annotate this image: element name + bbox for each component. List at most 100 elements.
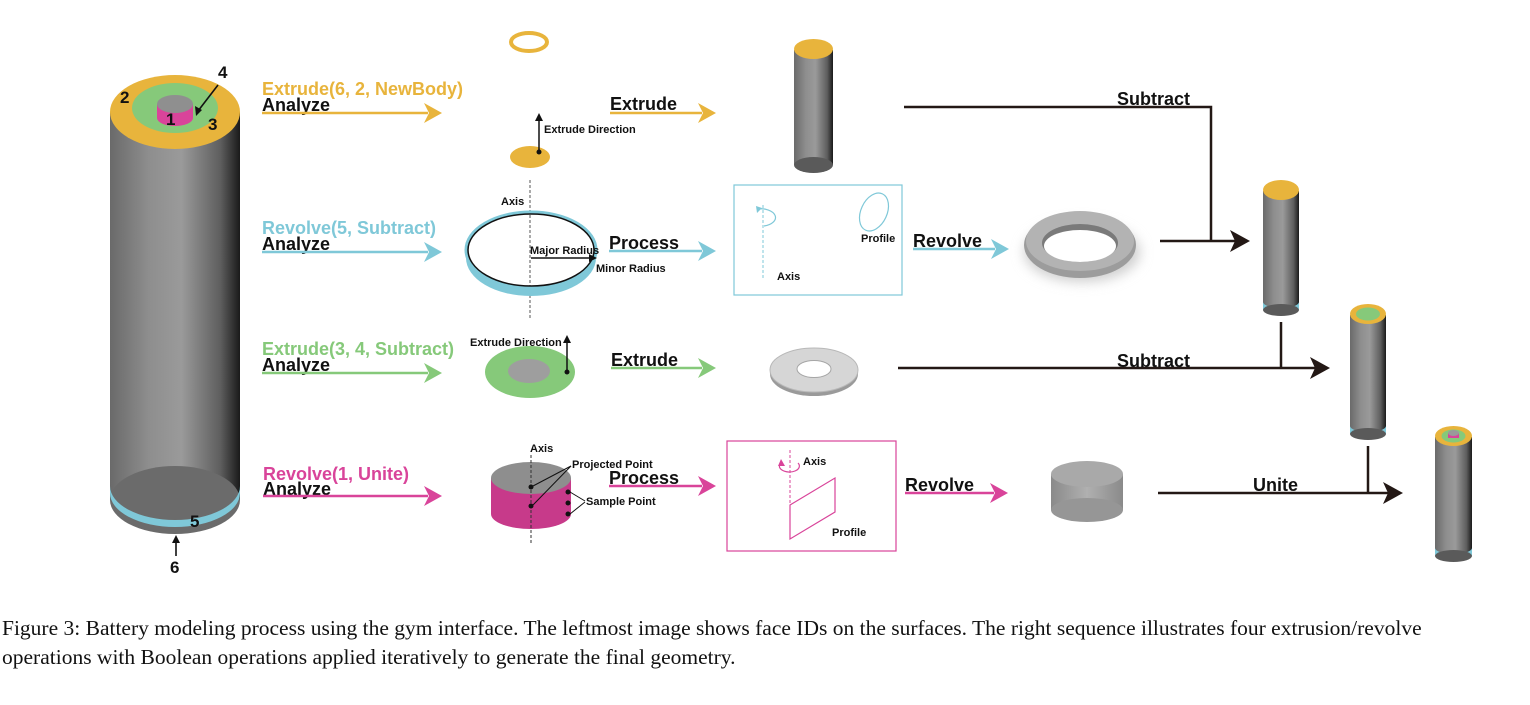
revolve-action-label: Revolve: [913, 231, 982, 251]
face-5-blue-band: [110, 486, 240, 527]
extrude-direction-label: Extrude Direction: [544, 124, 636, 136]
face-id-2: 2: [120, 88, 129, 107]
row-revolve-subtract: Revolve(5, Subtract) Analyze Axis Major …: [262, 180, 1299, 320]
analyze-label: Analyze: [262, 95, 330, 115]
panel-axis-label: Axis: [777, 271, 800, 283]
terminal-cylinder-bottom: [491, 499, 571, 529]
result-2-top-green: [1356, 307, 1380, 321]
final-battery-body: [1435, 437, 1472, 552]
extruded-cylinder-top: [794, 39, 833, 59]
sample-pointer-2: [569, 501, 586, 515]
sample-point-2: [565, 500, 571, 506]
process-arrow-head: [698, 476, 716, 496]
major-radius-label: Major Radius: [530, 245, 599, 257]
analyze-arrow-head: [424, 242, 442, 262]
result-1-body: [1263, 191, 1299, 306]
projected-point-1: [528, 484, 534, 490]
panel-rotation-head: [778, 459, 785, 466]
face-6-pointer-head: [172, 535, 180, 543]
subtract-connector-2-head: [1310, 357, 1330, 379]
merge-arrow-1-head: [1230, 230, 1250, 252]
extrude-origin-dot: [536, 149, 542, 155]
process-panel: [726, 440, 897, 552]
revolve-ring: [464, 210, 598, 290]
revolve-arrow-head: [990, 483, 1008, 503]
panel-profile-label: Profile: [861, 233, 895, 245]
analyze-arrow-head: [424, 363, 442, 383]
terminal-result-bottom: [1051, 498, 1123, 522]
unite-label: Unite: [1253, 475, 1298, 495]
caption-line-1: Figure 3: Battery modeling process using…: [2, 616, 1422, 640]
row-extrude-newbody: Extrude(6, 2, NewBody) Analyze Extrude D…: [262, 31, 1213, 241]
figure-caption: Figure 3: Battery modeling process using…: [2, 614, 1530, 672]
subtract-connector-1: [904, 105, 1213, 241]
extrude-arrow-head: [698, 103, 716, 123]
major-radius-head: [589, 254, 597, 262]
result-1-bottom: [1263, 304, 1299, 316]
process-label: Process: [609, 468, 679, 488]
extrude-arrow-head: [698, 358, 716, 378]
battery-model-with-face-ids: 1 2 3 4 5 6: [110, 63, 240, 577]
analyze-label: Analyze: [262, 234, 330, 254]
panel-rotation-arc: [756, 208, 777, 227]
operation-label: Extrude(6, 2, NewBody): [262, 79, 463, 99]
extrude-direction-head: [563, 335, 571, 343]
projected-pointer-2: [532, 465, 572, 506]
subtract-label-1: Subtract: [1117, 89, 1190, 109]
top-ring: [509, 31, 549, 53]
projected-pointer-1: [532, 465, 572, 487]
projected-point-label: Projected Point: [572, 459, 653, 471]
panel-profile-label: Profile: [832, 527, 866, 539]
extruded-cylinder-body: [794, 50, 833, 165]
caption-line-2: operations with Boolean operations appli…: [2, 645, 736, 669]
operation-label: Revolve(5, Subtract): [262, 218, 436, 238]
sample-pointer-1: [569, 491, 586, 502]
sample-point-label: Sample Point: [586, 496, 656, 508]
battery-body: [110, 112, 240, 500]
row-extrude-subtract: Extrude(3, 4, Subtract) Analyze Extrude …: [262, 304, 1386, 440]
washer-hole: [796, 360, 832, 378]
face-id-3: 3: [208, 115, 217, 134]
process-arrow-head: [698, 241, 716, 261]
extrude-origin-dot: [564, 369, 570, 375]
revolve-ring-outline: [467, 213, 595, 287]
revolve-action-label: Revolve: [905, 475, 974, 495]
process-panel: [733, 184, 903, 296]
face-4-pointer-head: [195, 106, 202, 116]
axis-label: Axis: [530, 443, 553, 455]
face-id-4: 4: [218, 63, 228, 82]
final-battery-bottom: [1435, 550, 1472, 562]
sample-point-1: [565, 489, 571, 495]
analyze-label: Analyze: [263, 479, 331, 499]
sample-point-3: [565, 511, 571, 517]
final-battery-terminal-top: [1448, 430, 1459, 436]
row-revolve-unite: Revolve(1, Unite) Analyze Axis Projected…: [263, 426, 1472, 562]
subtract-label-2: Subtract: [1117, 351, 1190, 371]
panel-axis-label: Axis: [803, 456, 826, 468]
axis-label: Axis: [501, 196, 524, 208]
battery-modeling-diagram: 1 2 3 4 5 6 Extrude(6, 2, NewBody) Analy…: [110, 31, 1472, 577]
extrude-direction-label: Extrude Direction: [470, 337, 562, 349]
face-id-1: 1: [166, 110, 175, 129]
unite-connector-head: [1383, 482, 1403, 504]
face-id-5: 5: [190, 512, 199, 531]
operation-label: Revolve(1, Unite): [263, 464, 409, 484]
extrude-action-label: Extrude: [611, 350, 678, 370]
panel-profile-circle: [858, 192, 890, 232]
projected-point-2: [528, 503, 534, 509]
panel-rotation-head: [756, 206, 762, 213]
result-2-body: [1350, 315, 1386, 430]
face-id-6: 6: [170, 558, 179, 577]
torus-hole: [1044, 230, 1116, 262]
analyze-label: Analyze: [262, 355, 330, 375]
extruded-cylinder-bottom: [794, 157, 833, 173]
minor-radius-label: Minor Radius: [596, 263, 666, 275]
extrude-direction-head: [535, 113, 543, 121]
analyze-arrow-head: [424, 103, 442, 123]
terminal-bottom: [157, 110, 193, 126]
bottom-disk: [510, 146, 550, 168]
terminal-result-top: [1051, 461, 1123, 487]
process-label: Process: [609, 233, 679, 253]
revolve-arrow-head: [991, 239, 1009, 259]
operation-label: Extrude(3, 4, Subtract): [262, 339, 454, 359]
